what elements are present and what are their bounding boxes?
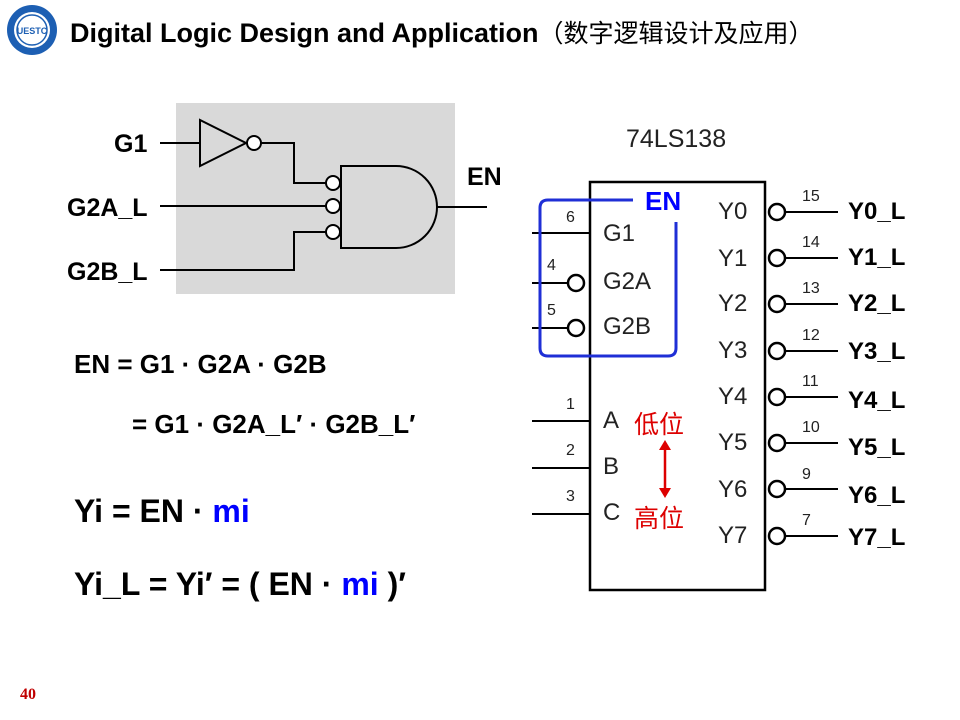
y2-bubble [767, 294, 787, 314]
pin-number-1: 1 [566, 396, 575, 413]
output-label-y2-l: Y2_L [848, 290, 906, 317]
y6-bubble [767, 479, 787, 499]
pin-number-3: 3 [566, 488, 575, 505]
enable-label: EN [645, 186, 682, 216]
y4-bubble [767, 387, 787, 407]
bit-order-arrow [659, 440, 671, 498]
pin-5-bubble [566, 318, 586, 338]
output-pin-y4: Y4 [718, 383, 748, 410]
output-pin-number-7: 7 [802, 512, 811, 529]
pin-number-6: 6 [566, 209, 575, 226]
output-pin-number-11: 11 [802, 373, 819, 390]
high-bit-label: 高位 [634, 504, 685, 533]
pin-name-b: B [603, 453, 620, 480]
output-pin-number-12: 12 [802, 327, 820, 344]
gate-input-g2b-l: G2B_L [67, 258, 148, 286]
output-pin-y1: Y1 [718, 245, 748, 272]
equation-yi-prefix: Yi = EN · [74, 493, 213, 529]
and-gate-symbol [340, 165, 438, 249]
output-pin-y7: Y7 [718, 522, 748, 549]
pin-name-g2a: G2A [603, 268, 652, 295]
output-pin-y5: Y5 [718, 429, 748, 456]
output-label-y5-l: Y5_L [848, 434, 906, 461]
output-pin-number-15: 15 [802, 188, 820, 205]
y5-bubble [767, 433, 787, 453]
inverter-out-wire [261, 142, 326, 184]
svg-text:UESTC: UESTC [17, 26, 48, 36]
chip-name: 74LS138 [626, 125, 727, 153]
equation-yi: Yi = EN · mi [74, 493, 250, 530]
title-english: Digital Logic Design and Application [70, 18, 539, 48]
equation-yi-l: Yi_L = Yi′ = ( EN · mi )′ [74, 566, 406, 603]
output-label-y0-l: Y0_L [848, 198, 906, 225]
output-label-y4-l: Y4_L [848, 387, 906, 414]
equation-en-expanded: = G1 · G2A_L′ · G2B_L′ [132, 409, 416, 439]
y3-bubble [767, 341, 787, 361]
pin-4-bubble [566, 273, 586, 293]
output-label-y1-l: Y1_L [848, 244, 906, 271]
gate-circuit-background [176, 103, 455, 294]
and-bubble-2 [325, 198, 341, 214]
output-pin-y3: Y3 [718, 337, 748, 364]
page-number: 40 [20, 686, 36, 703]
pin-name-g1: G1 [603, 220, 636, 247]
output-pin-y6: Y6 [718, 476, 748, 503]
output-pin-number-14: 14 [802, 234, 820, 251]
equation-yi-mi: mi [212, 493, 250, 529]
output-pin-y0: Y0 [718, 198, 748, 225]
equation-yi-l-prefix: Yi_L = Yi′ = ( EN · [74, 566, 342, 602]
output-label-y3-l: Y3_L [848, 338, 906, 365]
y0-bubble [767, 202, 787, 222]
title-chinese: （数字逻辑设计及应用） [538, 19, 814, 48]
output-pin-y2: Y2 [718, 290, 748, 317]
equation-yi-l-mi: mi [341, 566, 379, 602]
pin-name-c: C [603, 499, 621, 526]
low-bit-label: 低位 [634, 410, 685, 439]
output-pin-number-10: 10 [802, 419, 820, 436]
university-seal-logo: UESTC [7, 5, 57, 55]
gate-input-g1: G1 [114, 130, 148, 158]
y7-bubble [767, 526, 787, 546]
inverter-symbol [199, 118, 249, 168]
output-label-y6-l: Y6_L [848, 482, 906, 509]
gate-input-g2a-l: G2A_L [67, 194, 148, 222]
g2b-wire [160, 231, 326, 271]
pin-number-4: 4 [547, 257, 556, 274]
gate-output-en: EN [467, 163, 502, 191]
slide-title: Digital Logic Design and Application（数字逻… [70, 14, 814, 50]
pin-name-a: A [603, 407, 620, 434]
and-bubble-3 [325, 224, 341, 240]
chip-body [588, 180, 767, 592]
equation-en: EN = G1 · G2A · G2B [74, 349, 327, 379]
equation-yi-l-suffix: )′ [378, 566, 406, 602]
output-label-y7-l: Y7_L [848, 524, 906, 551]
and-bubble-1 [325, 175, 341, 191]
output-pin-number-9: 9 [802, 466, 811, 483]
output-pin-number-13: 13 [802, 280, 820, 297]
pin-number-2: 2 [566, 442, 575, 459]
pin-name-g2b: G2B [603, 313, 652, 340]
y1-bubble [767, 248, 787, 268]
inverter-bubble [246, 135, 262, 151]
enable-group-frame [538, 198, 678, 358]
pin-number-5: 5 [547, 302, 556, 319]
